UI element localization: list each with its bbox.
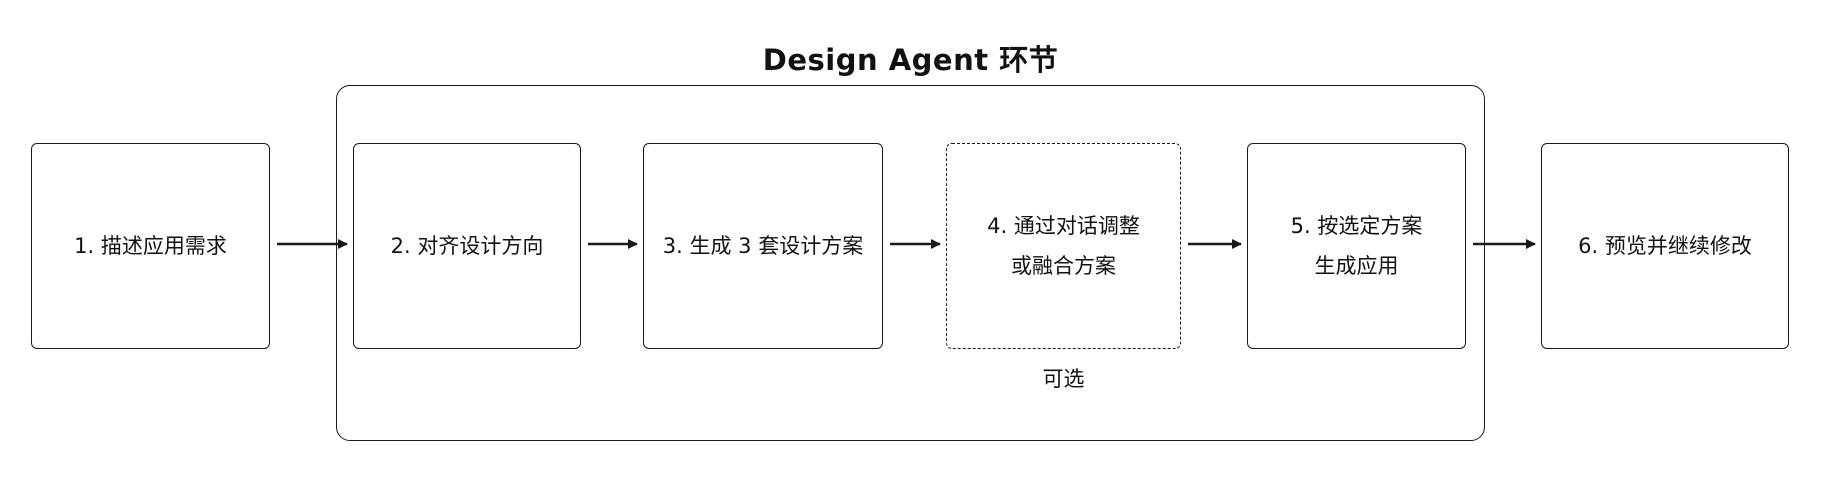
step-1-label: 1. 描述应用需求 (74, 234, 227, 258)
optional-label: 可选 (1042, 367, 1085, 391)
step-6-preview-and-modify: 6. 预览并继续修改 (1541, 143, 1789, 349)
group-title: Design Agent 环节 (762, 43, 1059, 77)
step-5-generate-app: 5. 按选定方案 生成应用 (1247, 143, 1466, 349)
step-6-label: 6. 预览并继续修改 (1578, 234, 1752, 258)
step-2-align-design-direction: 2. 对齐设计方向 (353, 143, 581, 349)
step-3-label: 3. 生成 3 套设计方案 (662, 234, 864, 258)
step-1-describe-requirements: 1. 描述应用需求 (31, 143, 270, 349)
step-5-label-line-2: 生成应用 (1314, 254, 1399, 278)
step-5-label-line-1: 5. 按选定方案 (1290, 214, 1423, 238)
step-4-adjust-or-merge-optional: 4. 通过对话调整 或融合方案 (946, 143, 1181, 349)
step-4-label-line-1: 4. 通过对话调整 (987, 214, 1140, 238)
design-agent-group-frame (336, 85, 1485, 441)
step-2-label: 2. 对齐设计方向 (390, 234, 544, 258)
step-4-label-line-2: 或融合方案 (1011, 254, 1116, 278)
step-3-generate-three-designs: 3. 生成 3 套设计方案 (643, 143, 883, 349)
